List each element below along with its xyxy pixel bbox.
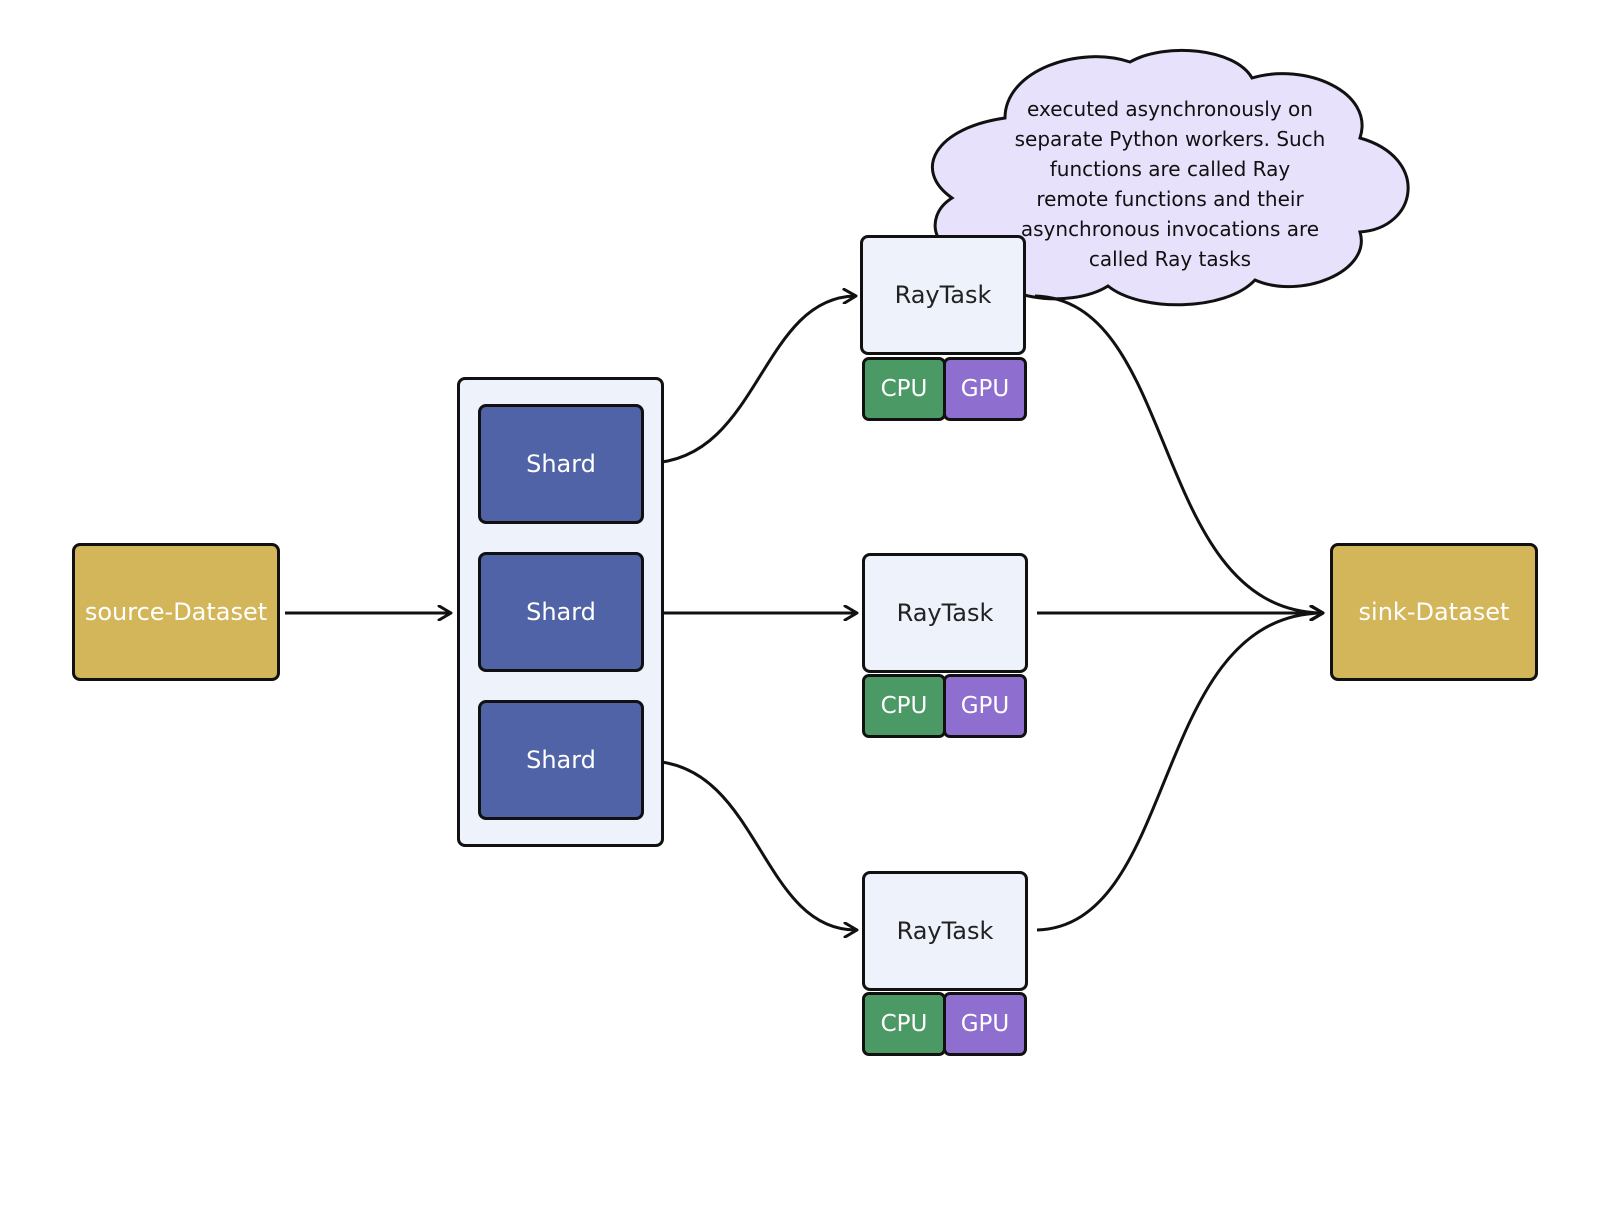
gpu-label: GPU	[960, 693, 1010, 719]
shard-node: Shard	[478, 404, 644, 524]
note-line: asynchronous invocations are	[1020, 217, 1320, 241]
gpu-label: GPU	[960, 376, 1010, 402]
gpu-badge: GPU	[943, 992, 1027, 1056]
raytask-label: RayTask	[896, 917, 994, 945]
cpu-label: CPU	[880, 376, 928, 402]
raytask-node: RayTask	[862, 871, 1028, 991]
source-dataset-node: source-Dataset	[72, 543, 280, 681]
arrow-task3-to-sink	[1036, 613, 1322, 932]
raytask-label: RayTask	[896, 599, 994, 627]
cpu-label: CPU	[880, 1011, 928, 1037]
arrow-shard3-to-task3	[649, 759, 856, 930]
shard-label: Shard	[526, 450, 596, 478]
gpu-badge: GPU	[943, 674, 1027, 738]
note-line: called Ray tasks	[1088, 247, 1252, 271]
cpu-badge: CPU	[862, 357, 946, 421]
cpu-badge: CPU	[862, 992, 946, 1056]
raytask-label: RayTask	[894, 281, 992, 309]
raytask-node: RayTask	[860, 235, 1026, 355]
arrow-shard1-to-task1	[649, 296, 855, 465]
sink-dataset-label: sink-Dataset	[1358, 598, 1510, 626]
shard-label: Shard	[526, 598, 596, 626]
note-line: functions are called Ray	[1049, 157, 1291, 181]
gpu-label: GPU	[960, 1011, 1010, 1037]
cpu-label: CPU	[880, 693, 928, 719]
note-text: executed asynchronously on separate Pyth…	[990, 94, 1350, 274]
arrow-task1-to-sink	[1034, 294, 1322, 613]
note-line: remote functions and their	[1036, 187, 1304, 211]
raytask-node: RayTask	[862, 553, 1028, 673]
sink-dataset-node: sink-Dataset	[1330, 543, 1538, 681]
note-line: executed asynchronously on	[1027, 97, 1313, 121]
shard-label: Shard	[526, 746, 596, 774]
shard-node: Shard	[478, 700, 644, 820]
cpu-badge: CPU	[862, 674, 946, 738]
note-line: separate Python workers. Such	[1014, 127, 1326, 151]
gpu-badge: GPU	[943, 357, 1027, 421]
shard-node: Shard	[478, 552, 644, 672]
source-dataset-label: source-Dataset	[84, 598, 268, 626]
